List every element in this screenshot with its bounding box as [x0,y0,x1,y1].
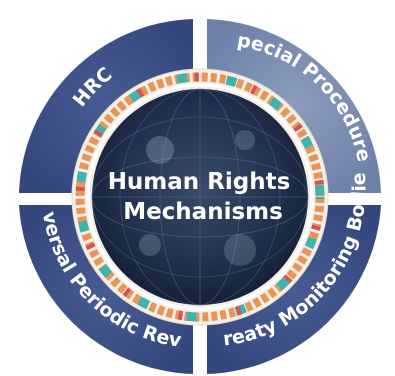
segment-treaty-monitoring-bodies[interactable] [207,205,381,374]
center-title-line1: Human Rights [108,169,291,195]
segment-hrc[interactable] [19,19,193,193]
segment-universal-periodic-review[interactable] [19,205,193,374]
segment-special-procedures[interactable] [207,19,381,193]
outer-ring [19,19,381,374]
globe [91,88,309,306]
center-title-line2: Mechanisms [123,199,283,225]
